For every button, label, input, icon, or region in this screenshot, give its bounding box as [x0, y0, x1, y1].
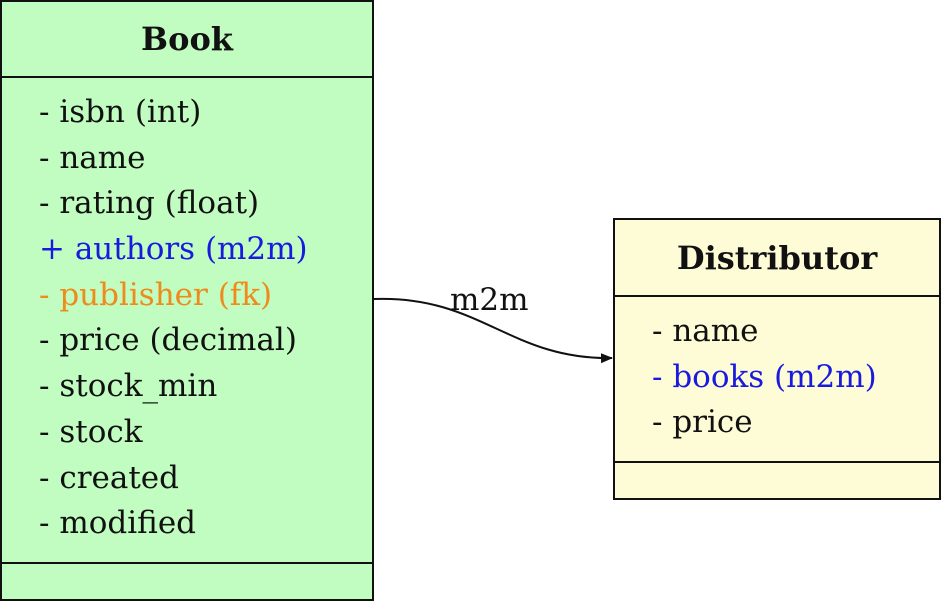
book-attr-modified: - modified	[39, 505, 197, 542]
book-attr-stock-min: - stock_min	[39, 368, 218, 405]
book-attr-price: - price (decimal)	[39, 322, 297, 359]
distributor-attr-name: - name	[652, 313, 759, 349]
book-attr-rating: - rating (float)	[39, 185, 260, 222]
book-class-box: Book - isbn (int) - name - rating (float…	[0, 0, 374, 601]
book-attr-created: - created	[39, 459, 179, 496]
distributor-attributes: - name - books (m2m) - price	[615, 297, 939, 463]
distributor-attr-price: - price	[652, 404, 753, 441]
book-attr-publisher: - publisher (fk)	[39, 276, 273, 313]
distributor-class-title: Distributor	[615, 220, 939, 297]
distributor-class-box: Distributor - name - books (m2m) - price	[613, 218, 941, 500]
book-attr-name: - name	[39, 139, 146, 176]
book-attr-isbn: - isbn (int)	[39, 94, 202, 130]
distributor-methods	[615, 463, 939, 498]
book-attr-authors: + authors (m2m)	[39, 231, 308, 268]
book-attr-stock: - stock	[39, 413, 143, 450]
book-attributes: - isbn (int) - name - rating (float) + a…	[2, 78, 372, 564]
distributor-attr-books: - books (m2m)	[652, 358, 877, 395]
book-methods	[2, 564, 372, 599]
association-label: m2m	[450, 282, 529, 318]
book-class-title: Book	[2, 2, 372, 78]
